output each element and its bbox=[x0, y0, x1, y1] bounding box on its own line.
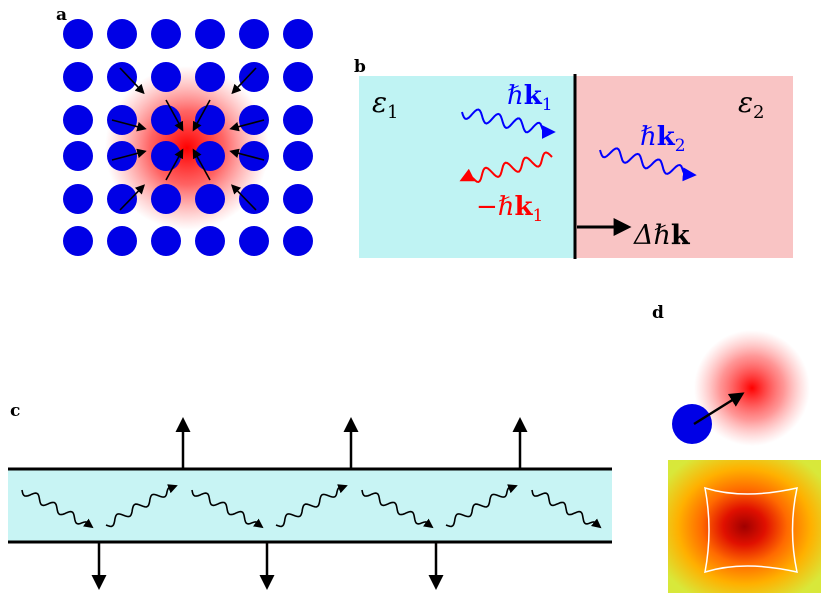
inward-arrow-10 bbox=[165, 148, 184, 181]
guided-photon-0 bbox=[21, 489, 94, 529]
atom-r4-c4 bbox=[239, 184, 269, 214]
panel-a: a bbox=[56, 5, 313, 256]
atom-r3-c2 bbox=[151, 141, 181, 171]
atom-r1-c1 bbox=[107, 62, 137, 92]
incident-momentum-label: ℏk1 bbox=[507, 81, 553, 115]
atom-r3-c1 bbox=[107, 141, 137, 171]
scattered-light-glow bbox=[694, 330, 810, 446]
guided-photon-6 bbox=[531, 489, 602, 529]
atom-r4-c3 bbox=[195, 184, 225, 214]
inward-arrow-3 bbox=[229, 119, 265, 132]
guided-photons bbox=[21, 484, 602, 529]
particle-atom bbox=[672, 404, 712, 444]
inward-arrow-5 bbox=[229, 148, 265, 161]
atom-r4-c5 bbox=[283, 184, 313, 214]
particle-force-arrow bbox=[693, 392, 745, 426]
atom-r5-c2 bbox=[151, 226, 181, 256]
panel-c-label: c bbox=[10, 401, 20, 421]
atom-r5-c4 bbox=[239, 226, 269, 256]
atom-r5-c1 bbox=[107, 226, 137, 256]
transmitted-photon bbox=[599, 147, 697, 182]
atom-r2-c1 bbox=[107, 105, 137, 135]
panel-b-label: b bbox=[354, 57, 366, 77]
atom-r4-c0 bbox=[63, 184, 93, 214]
inward-arrow-9 bbox=[192, 99, 211, 132]
inward-force-arrows bbox=[111, 67, 265, 211]
inward-arrow-6 bbox=[119, 184, 146, 211]
inward-arrow-0 bbox=[119, 67, 145, 95]
atom-r1-c4 bbox=[239, 62, 269, 92]
inward-arrow-7 bbox=[230, 184, 257, 211]
inward-arrow-4 bbox=[111, 148, 147, 161]
epsilon-2-label: ε2 bbox=[738, 86, 764, 123]
wall-force-arrows bbox=[91, 417, 528, 590]
momentum-transfer-label: Δℏk bbox=[633, 220, 691, 251]
atom-r5-c0 bbox=[63, 226, 93, 256]
inward-arrow-8 bbox=[165, 99, 184, 132]
atom-r5-c5 bbox=[283, 226, 313, 256]
atom-r4-c2 bbox=[151, 184, 181, 214]
atom-r2-c4 bbox=[239, 105, 269, 135]
transmitted-momentum-label: ℏk2 bbox=[640, 122, 686, 156]
panel-d-label: d bbox=[652, 303, 664, 323]
radiation-glow bbox=[105, 66, 269, 230]
atom-r1-c3 bbox=[195, 62, 225, 92]
guided-photon-1 bbox=[105, 484, 178, 528]
inward-arrow-1 bbox=[231, 67, 257, 95]
atom-r1-c0 bbox=[63, 62, 93, 92]
atom-r3-c3 bbox=[195, 141, 225, 171]
guided-photon-5 bbox=[445, 484, 518, 528]
atom-r5-c3 bbox=[195, 226, 225, 256]
atom-r3-c0 bbox=[63, 141, 93, 171]
atom-r3-c4 bbox=[239, 141, 269, 171]
atom-r0-c0 bbox=[63, 19, 93, 49]
photon-waves bbox=[459, 108, 697, 184]
epsilon-1-label: ε1 bbox=[372, 86, 398, 123]
atom-r0-c2 bbox=[151, 19, 181, 49]
cavity-field-map bbox=[668, 460, 821, 593]
guided-photon-2 bbox=[191, 489, 264, 529]
guided-photon-3 bbox=[275, 484, 348, 528]
atom-r0-c3 bbox=[195, 19, 225, 49]
atom-r1-c2 bbox=[151, 62, 181, 92]
atom-r2-c0 bbox=[63, 105, 93, 135]
reflected-momentum-label: −ℏk1 bbox=[476, 192, 543, 226]
reflected-photon bbox=[459, 151, 553, 184]
inward-arrow-2 bbox=[111, 119, 147, 132]
cavity-boundary bbox=[704, 486, 798, 574]
panel-d: d bbox=[652, 303, 821, 593]
atom-r0-c5 bbox=[283, 19, 313, 49]
atom-r0-c1 bbox=[107, 19, 137, 49]
incident-photon bbox=[461, 108, 556, 139]
atom-r3-c5 bbox=[283, 141, 313, 171]
atom-r0-c4 bbox=[239, 19, 269, 49]
atom-r1-c5 bbox=[283, 62, 313, 92]
inward-arrow-11 bbox=[192, 148, 211, 181]
atom-r4-c1 bbox=[107, 184, 137, 214]
atom-r2-c5 bbox=[283, 105, 313, 135]
panel-a-label: a bbox=[56, 5, 67, 25]
guided-photon-4 bbox=[361, 489, 434, 529]
panel-c: c bbox=[8, 401, 612, 590]
atom-lattice bbox=[63, 19, 313, 256]
panel-b: b ε1 ε2 ℏk1 ℏk2 −ℏk1 Δℏk bbox=[354, 57, 793, 259]
